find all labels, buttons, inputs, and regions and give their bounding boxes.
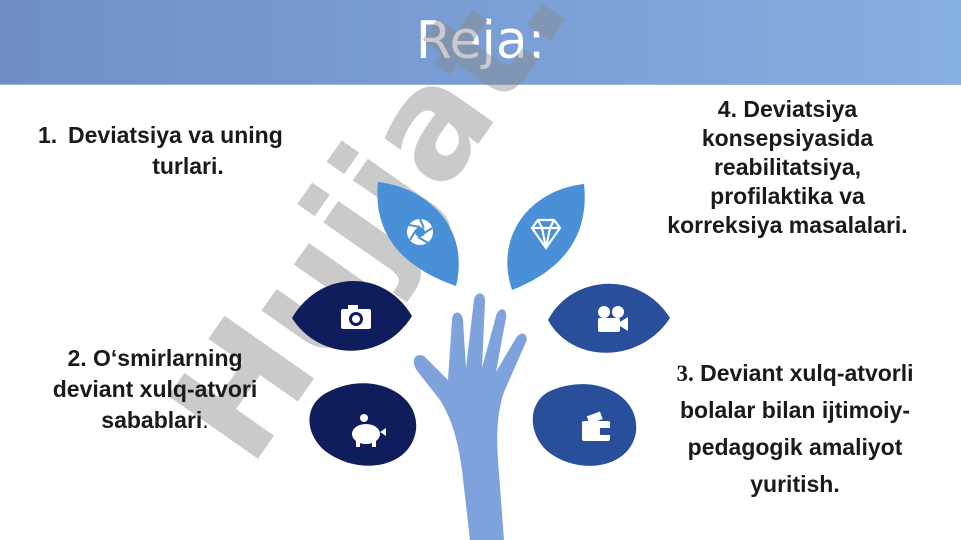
piggy-bank-icon (352, 414, 386, 447)
diamond-icon (530, 218, 562, 250)
agenda-item-4: 4. Deviatsiya konsepsiyasida reabilitats… (665, 95, 910, 240)
agenda-item-2-text: O‘smirlarning deviant xulq-atvori sababl… (52, 345, 258, 433)
agenda-item-2: 2. O‘smirlarning deviant xulq-atvori sab… (30, 343, 280, 436)
leaf-diamond (507, 184, 585, 290)
agenda-item-1-line1: Deviatsiya va uning (68, 122, 283, 148)
agenda-item-2-suffix: . (202, 407, 209, 433)
title-bar: Reja: (0, 0, 961, 85)
wallet-icon (582, 411, 610, 441)
slide-title: Reja: (415, 11, 546, 71)
film-projector-icon (598, 306, 628, 332)
agenda-item-2-number: 2. (67, 345, 87, 371)
agenda-item-3: 3. Deviant xulq-atvorli bolalar bilan ij… (660, 355, 930, 503)
aperture-icon (407, 218, 433, 245)
agenda-item-1-number: 1. (38, 122, 58, 148)
agenda-item-4-text: Deviatsiya konsepsiyasida reabilitatsiya… (667, 96, 908, 238)
agenda-item-3-text: Deviant xulq-atvorli bolalar bilan ijtim… (679, 360, 914, 497)
agenda-item-3-number: 3. (676, 361, 694, 386)
agenda-item-1: 1. Deviatsiya va uning turlari. (28, 120, 348, 182)
camera-icon (341, 305, 371, 329)
agenda-item-1-line2: turlari. (152, 153, 224, 179)
agenda-item-4-number: 4. (717, 96, 737, 122)
hand-trunk (413, 293, 527, 540)
